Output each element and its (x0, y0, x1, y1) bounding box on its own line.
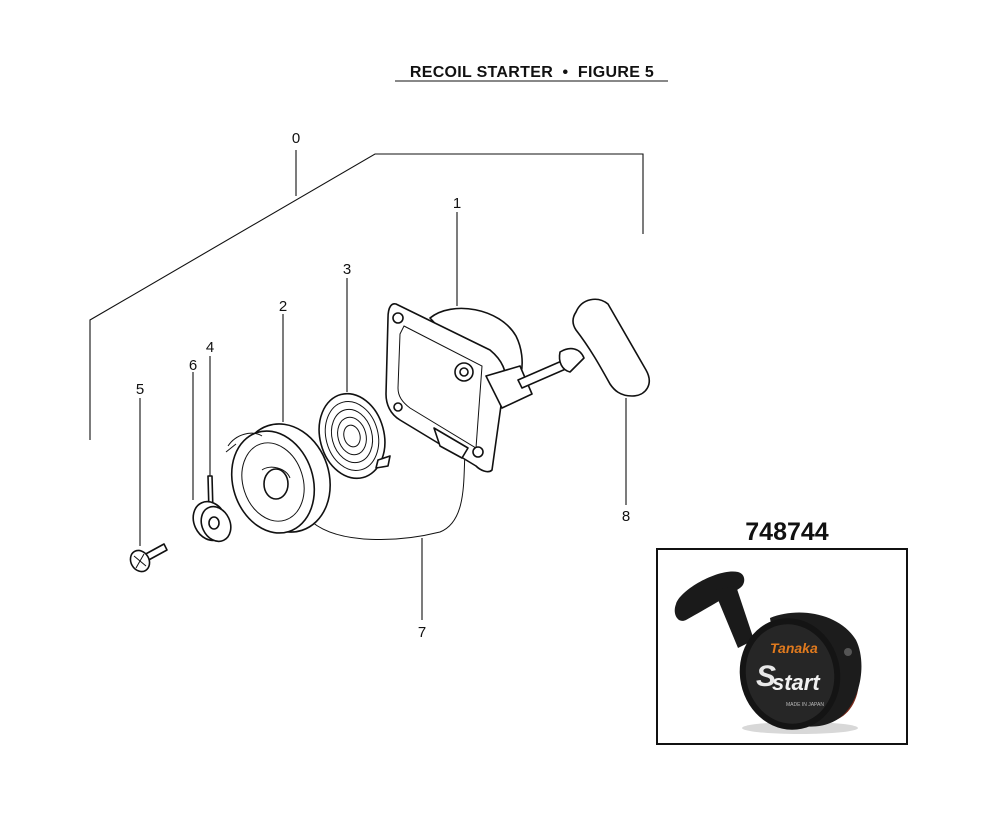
callout-0: 0 (292, 130, 300, 147)
photo-fine-print: MADE IN JAPAN (786, 702, 824, 708)
figure-title: RECOIL STARTER • FIGURE 5 (410, 64, 654, 81)
starter-housing (385, 303, 533, 473)
callout-6: 6 (189, 357, 197, 374)
leader-lines (139, 212, 627, 620)
callout-2: 2 (279, 298, 287, 315)
friction-plate (192, 500, 232, 543)
callout-4: 4 (206, 339, 214, 356)
photo-start-wordmark: start (772, 670, 821, 695)
assembly-photo: Tanaka S start MADE IN JAPAN (674, 571, 862, 734)
photo-brand-logo: Tanaka (770, 640, 818, 656)
callout-3: 3 (343, 261, 351, 278)
photo-s-mark: S (756, 660, 776, 693)
assembly-part-number: 748744 (745, 518, 829, 546)
callout-8: 8 (622, 508, 630, 525)
callout-5: 5 (136, 381, 144, 398)
assembly-bracket (89, 150, 644, 440)
callout-7: 7 (418, 624, 426, 641)
rope-reel (225, 423, 331, 534)
t-handle (517, 298, 650, 397)
callout-1: 1 (453, 195, 461, 212)
recoil-spring (318, 392, 391, 480)
screw (129, 543, 168, 573)
